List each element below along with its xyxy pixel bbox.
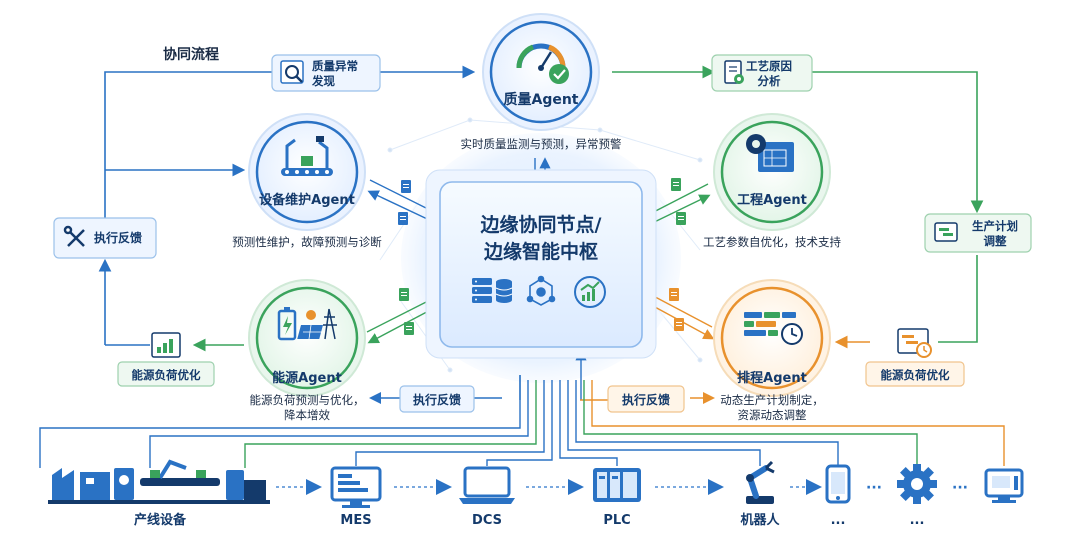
gantt-window-icon (934, 222, 958, 242)
terminal-monitor-icon (984, 468, 1024, 503)
device-plc-label: PLC (603, 513, 630, 528)
window-clock-icon (897, 328, 932, 358)
growth-chart-icon (574, 276, 606, 308)
energy-agent-desc-line1: 能源负荷预测与优化， (250, 393, 365, 407)
device-dcs[interactable]: DCS (459, 466, 515, 528)
feedback-mid-right-label: 执行反馈 (622, 392, 670, 407)
maintenance-agent-name: 设备维护Agent (259, 192, 355, 208)
production-plan-line2: 调整 (984, 234, 1007, 248)
device-more1-label: ... (831, 513, 846, 528)
document-icon (671, 178, 681, 191)
mobile-phone-icon (825, 464, 851, 504)
scheduling-agent-desc-line1: 动态生产计划制定， (720, 393, 824, 407)
feedback-left-label: 执行反馈 (94, 230, 142, 245)
server-database-icon (472, 278, 513, 303)
hub-title-line1: 边缘协同节点/ (480, 213, 602, 236)
document-icon (399, 288, 409, 301)
quality-agent-desc: 实时质量监测与预测，异常预警 (461, 137, 622, 151)
device-robot-label: 机器人 (740, 512, 780, 528)
maintenance-agent-desc: 预测性维护，故障预测与诊断 (232, 235, 382, 249)
feedback-mid-left-box[interactable]: 执行反馈 (399, 385, 475, 413)
feedback-mid-right-box[interactable]: 执行反馈 (607, 385, 685, 413)
process-cause-line2: 分析 (758, 74, 781, 88)
laptop-icon (459, 466, 515, 504)
hub-title-line2: 边缘智能中枢 (483, 240, 598, 263)
energy-agent-name: 能源Agent (272, 370, 342, 386)
document-icon (401, 180, 411, 193)
network-node-icon (526, 275, 556, 306)
device-line-equipment[interactable]: 产线设备 (48, 459, 270, 528)
doc-icons (398, 178, 686, 335)
process-cause-line1: 工艺原因 (746, 59, 792, 73)
monitor-icon (330, 466, 382, 508)
engineering-agent-name: 工程Agent (737, 193, 807, 208)
gear-blueprint-icon (746, 134, 794, 172)
device-mes[interactable]: MES (330, 466, 382, 528)
feedback-left-box[interactable]: 执行反馈 (53, 217, 157, 259)
process-cause-box[interactable]: 工艺原因 分析 (711, 54, 813, 92)
document-icon (398, 212, 408, 225)
bus-lines (39, 375, 1005, 468)
gear-icon (897, 464, 937, 504)
device-ellipsis-2: ··· (952, 480, 968, 496)
device-terminal[interactable] (984, 468, 1024, 503)
battery-solar-tower-icon (277, 307, 337, 341)
production-plan-line1: 生产计划 (972, 219, 1018, 233)
robot-arm-icon (746, 460, 775, 504)
document-gear-icon (724, 60, 744, 84)
device-dcs-label: DCS (472, 513, 502, 528)
quality-anomaly-line2: 发现 (311, 74, 335, 88)
robot-arm-conveyor-icon (281, 136, 333, 176)
engineering-agent[interactable]: 工程Agent (713, 113, 831, 231)
quality-agent[interactable]: 质量Agent (482, 13, 600, 131)
document-icon (674, 318, 684, 331)
device-robot[interactable]: 机器人 (740, 460, 780, 528)
energy-opt-right[interactable]: 能源负荷优化 (865, 328, 965, 387)
energy-opt-right-label: 能源负荷优化 (881, 368, 950, 382)
document-icon (676, 212, 686, 225)
gauge-check-icon (516, 43, 569, 84)
device-ellipsis-1: ··· (866, 480, 882, 496)
document-icon (669, 288, 679, 301)
energy-agent[interactable]: 能源Agent (248, 279, 366, 397)
device-plc[interactable]: PLC (593, 468, 641, 528)
engineering-agent-desc: 工艺参数自优化，技术支持 (703, 235, 841, 249)
quality-anomaly-line1: 质量异常 (312, 59, 358, 73)
energy-opt-left-label: 能源负荷优化 (132, 368, 201, 382)
energy-agent-desc-line2: 降本增效 (284, 408, 330, 422)
plc-rack-icon (593, 468, 641, 502)
scheduling-agent[interactable]: 排程Agent (713, 279, 831, 397)
edge-hub[interactable]: 边缘协同节点/ 边缘智能中枢 (425, 169, 657, 359)
gantt-clock-icon (744, 312, 803, 345)
device-mes-label: MES (340, 513, 371, 528)
flow-lines (98, 65, 984, 352)
energy-opt-left[interactable]: 能源负荷优化 (117, 332, 215, 387)
magnifier-chart-icon (280, 60, 304, 84)
device-mobile[interactable]: ... (825, 464, 851, 528)
production-plan-box[interactable]: 生产计划 调整 (924, 213, 1032, 253)
feedback-mid-left-label: 执行反馈 (413, 392, 461, 407)
quality-anomaly-box[interactable]: 质量异常 发现 (271, 54, 381, 92)
device-gear[interactable]: ... (897, 464, 937, 528)
bar-chart-icon (151, 332, 181, 358)
quality-agent-name: 质量Agent (503, 91, 578, 108)
flow-title: 协同流程 (163, 46, 219, 63)
device-line-equipment-label: 产线设备 (134, 512, 187, 528)
device-more2-label: ... (910, 513, 925, 528)
tools-icon (63, 225, 85, 247)
maintenance-agent[interactable]: 设备维护Agent (248, 113, 366, 231)
scheduling-agent-name: 排程Agent (737, 370, 807, 386)
document-icon (404, 322, 414, 335)
factory-line-icon (48, 459, 270, 504)
scheduling-agent-desc-line2: 资源动态调整 (738, 408, 807, 422)
